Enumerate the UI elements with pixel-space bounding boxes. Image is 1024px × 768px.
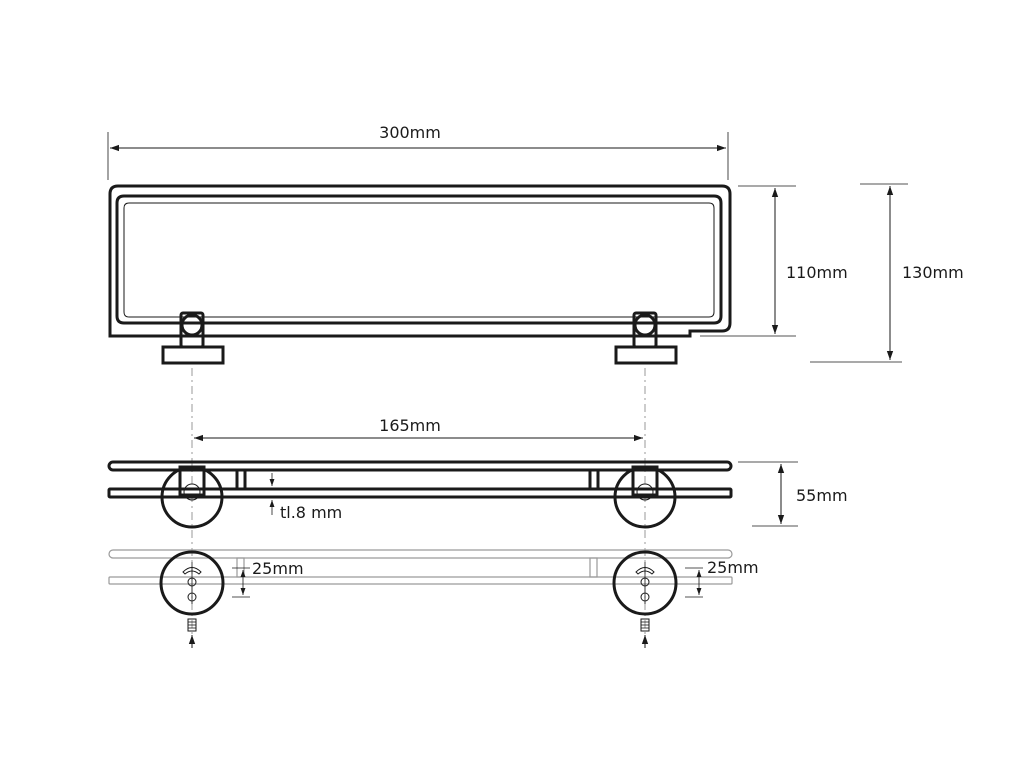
- label-bracket-spacing: 165mm: [379, 416, 441, 435]
- upper-rail-front: [107, 460, 733, 472]
- screw-left: [187, 618, 197, 648]
- glass-shelf-front: [107, 487, 733, 499]
- mount-disc-right: [612, 550, 678, 616]
- ghost-rail-upper: [108, 549, 733, 559]
- label-overall-depth: 130mm: [902, 263, 964, 282]
- shelf-rail-outer: [115, 194, 723, 325]
- shelf-outline: [108, 184, 732, 338]
- front-view: 165mm tl.8 mm 55mm: [107, 416, 848, 529]
- bracket-post-left: [178, 465, 206, 497]
- label-height: 55mm: [796, 486, 848, 505]
- top-view: 300mm 110mm 130mm: [107, 123, 964, 365]
- mounting-view: 25mm 25mm: [108, 549, 759, 648]
- label-glass-thickness: tl.8 mm: [280, 503, 342, 522]
- shelf-rail-inner: [123, 202, 715, 318]
- rail-post-right: [588, 468, 600, 491]
- bracket-post-right: [631, 465, 659, 497]
- ghost-rail-lower: [108, 576, 733, 585]
- label-overall-width: 300mm: [379, 123, 441, 142]
- bracket-right-top: [614, 311, 678, 365]
- mount-disc-left: [159, 550, 225, 616]
- rail-post-left: [235, 468, 247, 491]
- label-mount-left: 25mm: [252, 559, 304, 578]
- label-mount-right: 25mm: [707, 558, 759, 577]
- screw-right: [640, 618, 650, 648]
- label-inner-depth: 110mm: [786, 263, 848, 282]
- bracket-left-top: [161, 311, 225, 365]
